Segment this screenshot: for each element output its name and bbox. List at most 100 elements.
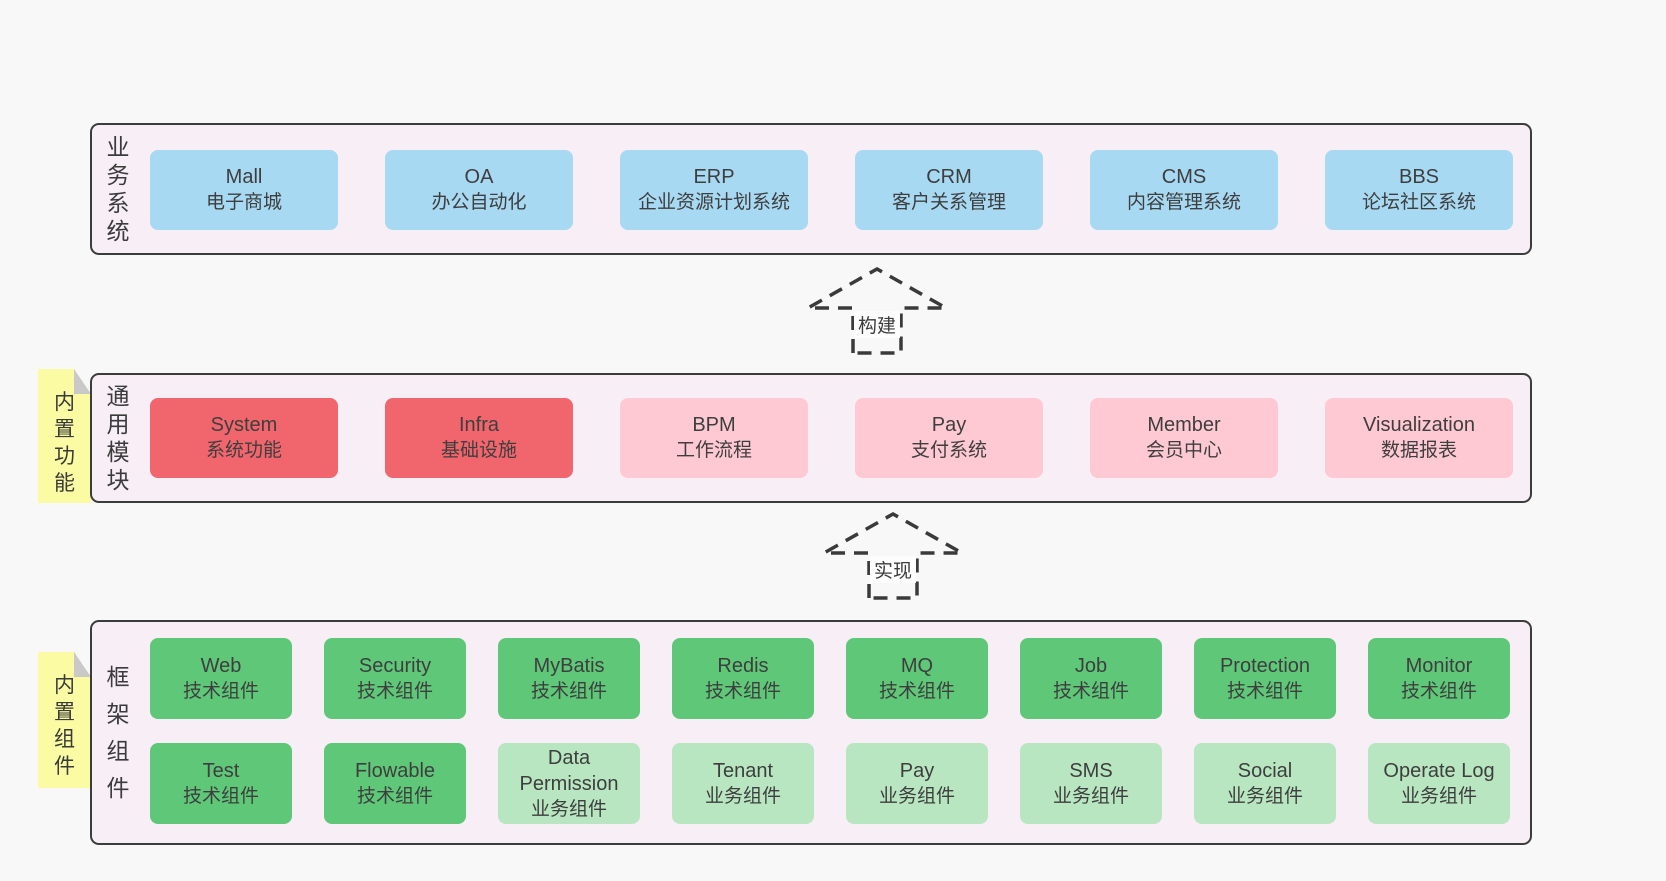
module-box-bbs: BBS 论坛社区系统 bbox=[1325, 150, 1513, 230]
module-title: Protection bbox=[1219, 654, 1311, 677]
module-subtitle: 业务组件 bbox=[704, 785, 781, 807]
module-box-member: Member 会员中心 bbox=[1090, 398, 1278, 478]
arrow-implement: 实现 bbox=[818, 510, 968, 602]
module-title: Pay bbox=[899, 759, 935, 782]
module-box-security: Security 技术组件 bbox=[324, 638, 466, 719]
sticky-label: 内置组件 bbox=[54, 674, 75, 778]
module-title: Pay bbox=[931, 414, 967, 436]
module-box-system: System 系统功能 bbox=[150, 398, 338, 478]
module-title: System bbox=[210, 414, 278, 436]
module-title: Flowable bbox=[354, 759, 436, 782]
layer-label: 框架组件 bbox=[106, 663, 130, 801]
module-box-mall: Mall 电子商城 bbox=[150, 150, 338, 230]
folded-corner-icon bbox=[74, 369, 91, 394]
module-row: Mall 电子商城 OA 办公自动化 ERP 企业资源计划系统 CRM 客户关系管理 CMS 内容… bbox=[150, 150, 1513, 230]
arrow-build: 构建 bbox=[802, 265, 952, 357]
module-subtitle: 技术组件 bbox=[1400, 680, 1477, 702]
module-subtitle: 技术组件 bbox=[182, 680, 259, 702]
module-title: Mall bbox=[225, 166, 263, 188]
folded-corner-icon bbox=[74, 652, 91, 677]
module-title: BBS bbox=[1398, 166, 1440, 188]
module-box-mybatis: MyBatis 技术组件 bbox=[498, 638, 640, 719]
module-subtitle: 业务组件 bbox=[1226, 785, 1303, 807]
arrow-label: 实现 bbox=[869, 556, 917, 583]
module-subtitle: 技术组件 bbox=[878, 680, 955, 702]
module-title: MyBatis bbox=[533, 654, 605, 677]
module-box-bpm: BPM 工作流程 bbox=[620, 398, 808, 478]
module-title: CMS bbox=[1161, 166, 1207, 188]
module-box-oa: OA 办公自动化 bbox=[385, 150, 573, 230]
module-title: Security bbox=[358, 654, 432, 677]
module-title: Redis bbox=[717, 654, 769, 677]
module-box-social: Social 业务组件 bbox=[1194, 743, 1336, 824]
arrow-label: 构建 bbox=[853, 311, 901, 338]
dashed-up-arrow-icon bbox=[802, 266, 952, 355]
module-title: Visualization bbox=[1363, 414, 1475, 436]
module-box-visualization: Visualization 数据报表 bbox=[1325, 398, 1513, 478]
module-title: SMS bbox=[1069, 759, 1113, 782]
module-subtitle: 业务组件 bbox=[530, 798, 607, 820]
module-box-mq: MQ 技术组件 bbox=[846, 638, 988, 719]
layer-framework-components: 框架组件 Web 技术组件 Security 技术组件 MyBatis 技术组件 Redis… bbox=[90, 620, 1532, 845]
module-subtitle: 办公自动化 bbox=[431, 192, 527, 213]
layer-label: 业务系统 bbox=[106, 134, 130, 244]
layer-business-systems: 业务系统 Mall 电子商城 OA 办公自动化 ERP 企业资源计划系统 CRM 客户关系管理… bbox=[90, 123, 1532, 255]
module-subtitle: 技术组件 bbox=[704, 680, 781, 702]
module-title: Infra bbox=[458, 414, 500, 436]
module-title: Social bbox=[1237, 759, 1293, 782]
layer-label: 通用模块 bbox=[106, 383, 130, 493]
module-box-infra: Infra 基础设施 bbox=[385, 398, 573, 478]
module-title: ERP bbox=[693, 166, 735, 188]
module-box-pay: Pay 支付系统 bbox=[855, 398, 1043, 478]
module-subtitle: 工作流程 bbox=[675, 440, 752, 461]
module-title: Data Permission bbox=[519, 746, 619, 795]
module-box-web: Web 技术组件 bbox=[150, 638, 292, 719]
module-box-sms: SMS 业务组件 bbox=[1020, 743, 1162, 824]
module-subtitle: 系统功能 bbox=[205, 440, 282, 461]
dashed-up-arrow-icon bbox=[818, 511, 968, 600]
module-subtitle: 客户关系管理 bbox=[891, 192, 1006, 213]
module-title: Job bbox=[1074, 654, 1108, 677]
module-title: Monitor bbox=[1405, 654, 1473, 677]
module-subtitle: 基础设施 bbox=[440, 440, 517, 461]
module-box-cms: CMS 内容管理系统 bbox=[1090, 150, 1278, 230]
module-box-flowable: Flowable 技术组件 bbox=[324, 743, 466, 824]
module-subtitle: 电子商城 bbox=[205, 192, 282, 213]
module-subtitle: 论坛社区系统 bbox=[1361, 192, 1476, 213]
module-title: CRM bbox=[926, 166, 972, 188]
module-subtitle: 技术组件 bbox=[1226, 680, 1303, 702]
module-subtitle: 内容管理系统 bbox=[1126, 192, 1241, 213]
module-title: Web bbox=[200, 654, 242, 677]
module-subtitle: 业务组件 bbox=[1052, 785, 1129, 807]
module-box-test: Test 技术组件 bbox=[150, 743, 292, 824]
module-subtitle: 支付系统 bbox=[910, 440, 987, 461]
module-title: Member bbox=[1147, 414, 1221, 436]
module-title: OA bbox=[464, 166, 494, 188]
module-subtitle: 数据报表 bbox=[1380, 440, 1457, 461]
layer-common-modules: 通用模块 System 系统功能 Infra 基础设施 BPM 工作流程 Pay 支付系统 Me… bbox=[90, 373, 1532, 503]
sticky-note-built-in-features: 内置功能 bbox=[38, 369, 91, 503]
module-subtitle: 技术组件 bbox=[530, 680, 607, 702]
module-box-operate-log: Operate Log 业务组件 bbox=[1368, 743, 1510, 824]
module-box-pay: Pay 业务组件 bbox=[846, 743, 988, 824]
sticky-label: 内置功能 bbox=[54, 391, 75, 495]
module-subtitle: 业务组件 bbox=[1400, 785, 1477, 807]
module-title: Test bbox=[202, 759, 240, 782]
module-title: BPM bbox=[692, 414, 736, 436]
module-subtitle: 业务组件 bbox=[878, 785, 955, 807]
module-subtitle: 技术组件 bbox=[356, 785, 433, 807]
module-title: Operate Log bbox=[1383, 759, 1495, 782]
module-title: MQ bbox=[900, 654, 934, 677]
module-row: System 系统功能 Infra 基础设施 BPM 工作流程 Pay 支付系统 Member 会… bbox=[150, 398, 1513, 478]
module-box-crm: CRM 客户关系管理 bbox=[855, 150, 1043, 230]
module-box-data-permission: Data Permission 业务组件 bbox=[498, 743, 640, 824]
module-subtitle: 技术组件 bbox=[182, 785, 259, 807]
module-subtitle: 会员中心 bbox=[1145, 440, 1222, 461]
module-subtitle: 企业资源计划系统 bbox=[637, 192, 790, 213]
module-subtitle: 技术组件 bbox=[356, 680, 433, 702]
module-box-erp: ERP 企业资源计划系统 bbox=[620, 150, 808, 230]
